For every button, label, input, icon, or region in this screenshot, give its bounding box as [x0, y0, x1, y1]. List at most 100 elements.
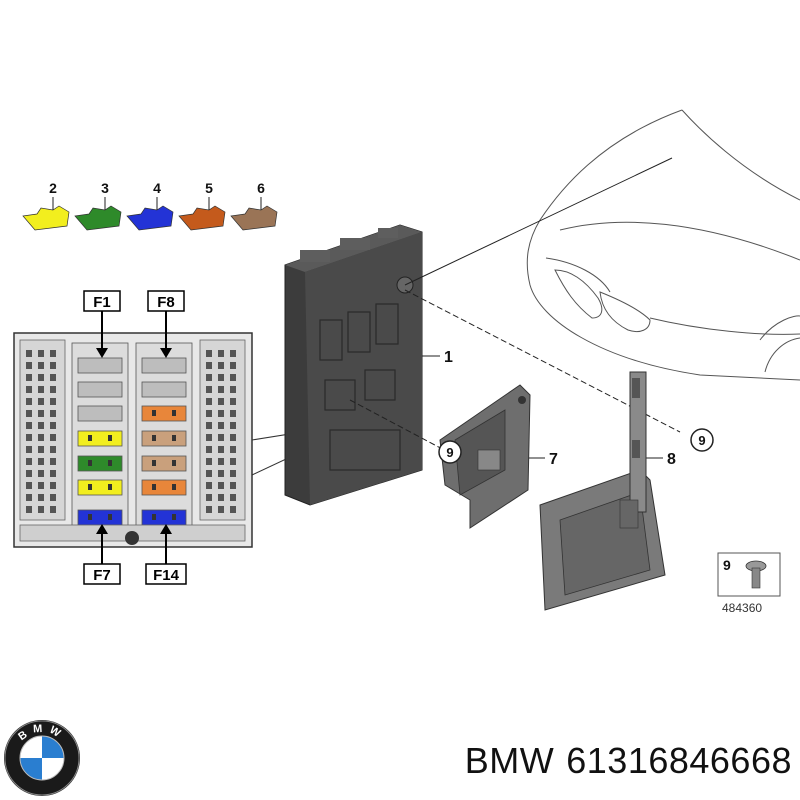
fuse-panel-inset — [13, 332, 253, 548]
connector-pin — [26, 410, 32, 417]
fuse-contact — [88, 435, 92, 441]
connector-pin — [38, 374, 44, 381]
connector-pin — [50, 506, 56, 513]
connector-pin — [230, 446, 236, 453]
fuse-contact — [108, 514, 112, 520]
connector-pin — [50, 434, 56, 441]
inset-fuse — [141, 430, 187, 447]
fuse-contact — [172, 435, 176, 441]
connector-pin — [230, 434, 236, 441]
connector-pin — [230, 482, 236, 489]
connector-pin — [230, 410, 236, 417]
svg-text:5: 5 — [205, 180, 213, 196]
inset-empty-slot — [77, 381, 123, 398]
connector-pin — [50, 470, 56, 477]
svg-text:4: 4 — [153, 180, 161, 196]
connector-pin — [218, 494, 224, 501]
svg-text:6: 6 — [257, 180, 265, 196]
connector-pin — [38, 422, 44, 429]
connector-pin — [206, 494, 212, 501]
connector-pin — [50, 422, 56, 429]
fuse-contact — [152, 460, 156, 466]
connector-pin — [26, 386, 32, 393]
fuse-contact — [152, 435, 156, 441]
connector-pin — [218, 506, 224, 513]
connector-pin — [38, 470, 44, 477]
inset-fuse — [141, 455, 187, 472]
connector-pin — [230, 374, 236, 381]
connector-pin — [218, 350, 224, 357]
connector-pin — [206, 398, 212, 405]
svg-text:F14: F14 — [153, 567, 180, 584]
connector-pin — [26, 494, 32, 501]
body-control-module — [284, 224, 423, 506]
svg-text:F8: F8 — [157, 294, 175, 311]
bracket-large — [539, 371, 666, 611]
fuse-contact — [108, 484, 112, 490]
inset-fuse — [141, 479, 187, 496]
connector-pin — [206, 434, 212, 441]
svg-text:484360: 484360 — [722, 601, 762, 615]
connector-pin — [38, 482, 44, 489]
connector-pin — [38, 398, 44, 405]
connector-pin — [218, 446, 224, 453]
fuse-callout-6: 6 — [230, 180, 278, 231]
connector-pin — [230, 362, 236, 369]
connector-pin — [26, 482, 32, 489]
connector-pin — [206, 446, 212, 453]
connector-pin — [50, 350, 56, 357]
inset-label-f1: F1 — [83, 290, 121, 358]
car-front-outline — [526, 109, 800, 381]
svg-text:2: 2 — [49, 180, 57, 196]
connector-pin — [26, 422, 32, 429]
inset-fuse — [141, 405, 187, 422]
connector-pin — [206, 482, 212, 489]
connector-pin — [26, 434, 32, 441]
connector-pin — [26, 506, 32, 513]
connector-pin — [26, 374, 32, 381]
part-number: 61316846668 — [566, 740, 792, 781]
fuse-icon — [230, 205, 278, 231]
connector-pin — [218, 458, 224, 465]
connector-pin — [50, 482, 56, 489]
connector-pin — [230, 470, 236, 477]
part-label-7: 7 — [549, 451, 558, 468]
fuse-icon — [126, 205, 174, 231]
connector-pin — [206, 374, 212, 381]
fuse-contact — [172, 484, 176, 490]
fuse-icon — [74, 205, 122, 231]
connector-pin — [50, 362, 56, 369]
connector-pin — [26, 350, 32, 357]
connector-pin — [26, 458, 32, 465]
connector-pin — [230, 386, 236, 393]
inset-empty-slot — [141, 357, 187, 374]
svg-text:F1: F1 — [93, 294, 111, 311]
bracket-small — [439, 384, 531, 529]
connector-pin — [38, 506, 44, 513]
fuse-icon — [22, 205, 70, 231]
connector-pin — [206, 506, 212, 513]
inset-empty-slot — [77, 405, 123, 422]
part-label-1: 1 — [444, 349, 453, 366]
connector-pin — [38, 434, 44, 441]
fuse-contact — [172, 410, 176, 416]
screw-legend: 9 484360 — [717, 552, 781, 615]
connector-pin — [38, 350, 44, 357]
connector-pin — [50, 446, 56, 453]
connector-pin — [206, 410, 212, 417]
inset-label-f8: F8 — [147, 290, 185, 358]
fuse-contact — [88, 484, 92, 490]
svg-text:9: 9 — [446, 445, 453, 460]
fuse-contact — [152, 484, 156, 490]
connector-pin — [26, 470, 32, 477]
connector-pin — [38, 386, 44, 393]
inset-empty-slot — [77, 357, 123, 374]
screw-icon — [745, 560, 767, 589]
connector-pin — [230, 350, 236, 357]
connector-pin — [206, 422, 212, 429]
connector-pin — [38, 458, 44, 465]
connector-pin — [230, 506, 236, 513]
